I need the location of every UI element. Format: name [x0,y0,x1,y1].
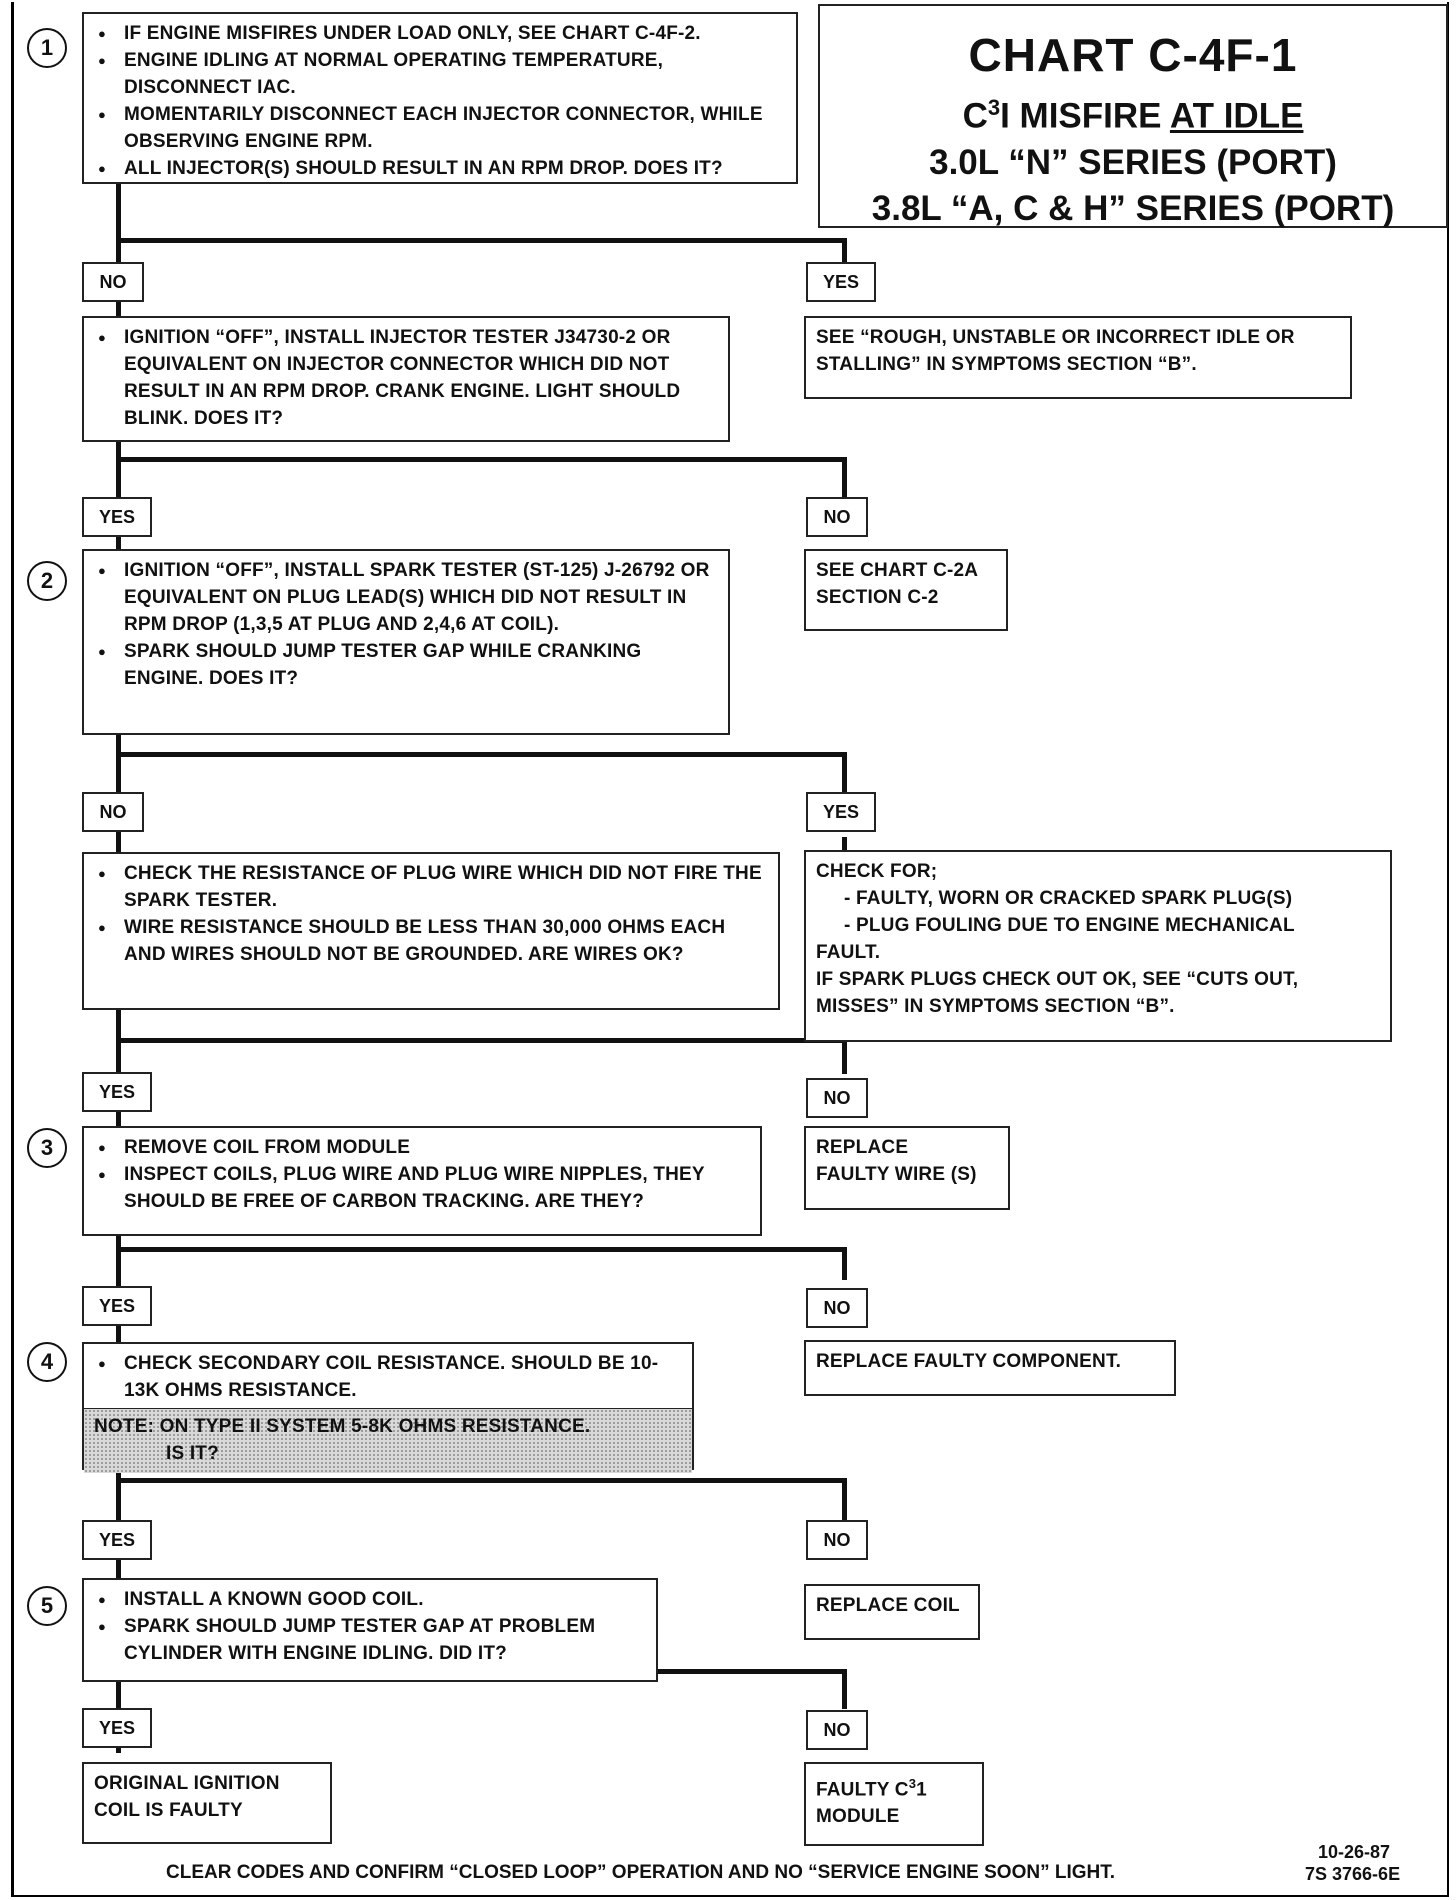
branch-line-5 [116,1247,846,1252]
check-for-tail: IF SPARK PLUGS CHECK OUT OK, SEE “CUTS O… [816,969,1299,1017]
rough-idle-box: SEE “ROUGH, UNSTABLE OR INCORRECT IDLE O… [804,316,1352,399]
subtitle-c: C [962,96,988,136]
branch-line-6 [116,1478,846,1483]
step-marker-5: 5 [27,1586,67,1626]
step-marker-3: 3 [27,1128,67,1168]
branch-drop-4 [842,1038,847,1074]
chart-subtitle-line2: 3.0L “N” SERIES (PORT) [929,142,1337,182]
replace-component-text: REPLACE FAULTY COMPONENT. [816,1351,1122,1372]
step5-box: INSTALL A KNOWN GOOD COIL. SPARK SHOULD … [82,1578,658,1682]
step1-item: ENGINE IDLING AT NORMAL OPERATING TEMPER… [94,47,786,101]
injector-tester-box: IGNITION “OFF”, INSTALL INJECTOR TESTER … [82,316,730,442]
step3-item: REMOVE COIL FROM MODULE [94,1134,750,1161]
branch-line-4 [116,1038,846,1043]
yes-label: YES [82,1708,152,1748]
step4-box: CHECK SECONDARY COIL RESISTANCE. SHOULD … [82,1342,694,1473]
step2-item: SPARK SHOULD JUMP TESTER GAP WHILE CRANK… [94,638,718,692]
module-faulty-line2: MODULE [816,1806,900,1828]
replace-wire-box: REPLACE FAULTY WIRE (S) [804,1126,1010,1210]
step1-item: MOMENTARILY DISCONNECT EACH INJECTOR CON… [94,101,786,155]
branch-drop-5 [842,1247,847,1280]
step4-note-line2: IS IT? [166,1443,219,1464]
injector-tester-text: IGNITION “OFF”, INSTALL INJECTOR TESTER … [94,324,718,432]
no-label: NO [806,497,868,537]
branch-drop-7 [842,1669,847,1709]
step5-item: SPARK SHOULD JUMP TESTER GAP AT PROBLEM … [94,1613,646,1667]
step2-box: IGNITION “OFF”, INSTALL SPARK TESTER (ST… [82,549,730,735]
step-marker-2: 2 [27,561,67,601]
step5-item: INSTALL A KNOWN GOOD COIL. [94,1586,646,1613]
step1-box: IF ENGINE MISFIRES UNDER LOAD ONLY, SEE … [82,12,798,184]
subtitle-at-idle: AT IDLE [1169,96,1304,136]
no-label: NO [82,792,144,832]
subtitle-misfire: I MISFIRE [1000,96,1170,136]
footer-date: 10-26-87 [1318,1842,1391,1862]
branch-line-2 [116,457,846,462]
step4-note-line1: NOTE: ON TYPE II SYSTEM 5-8K OHMS RESIST… [94,1416,591,1437]
branch-line-1 [116,238,846,243]
chart-c2a-line1: SEE CHART C-2A [816,560,979,581]
no-label: NO [82,262,144,302]
plug-wire-item: WIRE RESISTANCE SHOULD BE LESS THAN 30,0… [94,914,768,968]
module-faulty-superscript: 3 [908,1776,917,1791]
plug-wire-box: CHECK THE RESISTANCE OF PLUG WIRE WHICH … [82,852,780,1010]
no-label: NO [806,1520,868,1560]
check-for-item-cont: FAULT. [816,942,881,963]
step3-item: INSPECT COILS, PLUG WIRE AND PLUG WIRE N… [94,1161,750,1215]
coil-faulty-box: ORIGINAL IGNITION COIL IS FAULTY [82,1762,332,1844]
check-for-box: CHECK FOR; - FAULTY, WORN OR CRACKED SPA… [804,850,1392,1042]
subtitle-superscript: 3 [987,95,1001,120]
check-for-item: - FAULTY, WORN OR CRACKED SPARK PLUG(S) [844,888,1293,909]
check-for-item: - PLUG FOULING DUE TO ENGINE MECHANICAL [844,915,1295,936]
yes-label: YES [82,1286,152,1326]
replace-component-box: REPLACE FAULTY COMPONENT. [804,1340,1176,1396]
chart-title-box: CHART C-4F-1 C3I MISFIRE AT IDLE 3.0L “N… [818,4,1448,228]
no-label: NO [806,1288,868,1328]
replace-coil-box: REPLACE COIL [804,1584,980,1640]
yes-label: YES [806,792,876,832]
yes-label: YES [82,1520,152,1560]
step1-item: ALL INJECTOR(S) SHOULD RESULT IN AN RPM … [94,155,786,182]
chart-c2a-box: SEE CHART C-2A SECTION C-2 [804,549,1008,631]
branch-line-3 [116,752,846,757]
replace-wire-line1: REPLACE [816,1137,909,1158]
chart-subtitle-line3: 3.8L “A, C & H” SERIES (PORT) [871,188,1395,228]
coil-faulty-line2: COIL IS FAULTY [94,1800,243,1821]
yes-label: YES [82,1072,152,1112]
chart-subtitle-line1: C3I MISFIRE AT IDLE [820,88,1446,137]
footer-clear-codes: CLEAR CODES AND CONFIRM “CLOSED LOOP” OP… [166,1862,1116,1883]
plug-wire-item: CHECK THE RESISTANCE OF PLUG WIRE WHICH … [94,860,768,914]
rough-idle-text: SEE “ROUGH, UNSTABLE OR INCORRECT IDLE O… [816,327,1295,375]
step2-item: IGNITION “OFF”, INSTALL SPARK TESTER (ST… [94,557,718,638]
module-faulty-line1: FAULTY C31 [816,1770,972,1803]
replace-wire-line2: FAULTY WIRE (S) [816,1164,977,1185]
branch-drop-2 [842,457,847,497]
yes-label: YES [82,497,152,537]
branch-drop-6 [842,1478,847,1520]
step1-item: IF ENGINE MISFIRES UNDER LOAD ONLY, SEE … [94,20,786,47]
no-label: NO [806,1710,868,1750]
module-faulty-text: FAULTY C [816,1779,909,1801]
no-label: NO [806,1078,868,1118]
chart-title: CHART C-4F-1 [968,29,1298,81]
module-faulty-suffix: 1 [916,1779,927,1801]
branch-drop-1 [842,238,847,262]
branch-drop-3 [842,752,847,797]
coil-faulty-line1: ORIGINAL IGNITION [94,1773,280,1794]
yes-label: YES [806,262,876,302]
step3-box: REMOVE COIL FROM MODULE INSPECT COILS, P… [82,1126,762,1236]
check-for-heading: CHECK FOR; [816,861,938,882]
step-marker-4: 4 [27,1342,67,1382]
footer-doc-code: 7S 3766-6E [1305,1864,1401,1884]
module-faulty-box: FAULTY C31 MODULE [804,1762,984,1846]
step4-text: CHECK SECONDARY COIL RESISTANCE. SHOULD … [94,1350,682,1404]
step-marker-1: 1 [27,28,67,68]
step4-note: NOTE: ON TYPE II SYSTEM 5-8K OHMS RESIST… [84,1408,692,1473]
chart-c2a-line2: SECTION C-2 [816,587,939,608]
page-frame [11,2,1449,1897]
replace-coil-text: REPLACE COIL [816,1595,960,1616]
